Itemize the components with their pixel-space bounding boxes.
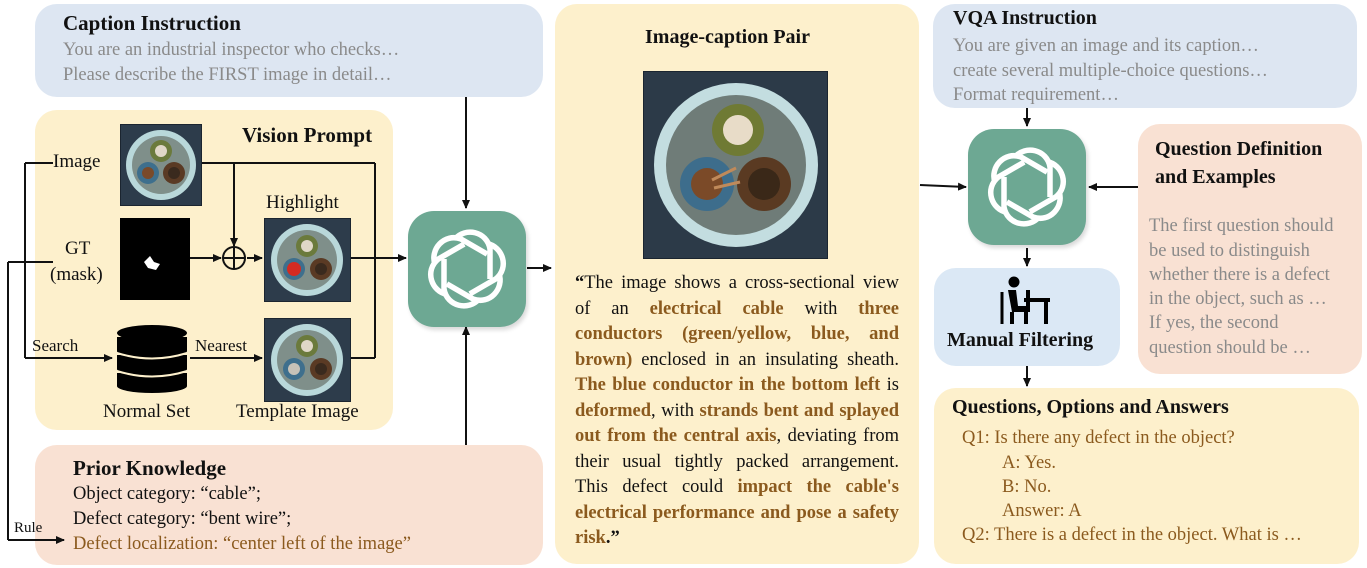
caption-text: “The image shows a cross-sectional view … <box>575 271 899 552</box>
caption-highlight: three conductors (green/yellow, blue, an… <box>575 298 899 370</box>
database-icon <box>115 324 189 394</box>
question-definition-title-2: and Examples <box>1155 166 1276 188</box>
gt-mask-image <box>120 218 190 300</box>
template-image <box>264 318 351 402</box>
input-cable-image <box>120 124 202 206</box>
large-cable-image <box>643 71 828 259</box>
caption-highlight: deformed <box>575 400 652 421</box>
highlight-image <box>264 218 351 302</box>
q1-text: Q1: Is there any defect in the object? <box>962 428 1235 448</box>
question-definition-title: Question Definition <box>1155 138 1323 160</box>
rule-label: Rule <box>14 520 43 536</box>
caption-segment: .” <box>605 528 620 548</box>
question-definition-line-1: The first question should <box>1149 216 1334 236</box>
manual-filtering-label: Manual Filtering <box>947 329 1094 351</box>
question-definition-line-6: question should be … <box>1149 338 1311 358</box>
gt-label: GT <box>65 238 91 259</box>
person-at-desk-icon <box>1000 276 1052 326</box>
openai-logo-icon <box>968 129 1086 245</box>
caption-instruction-line-1: You are an industrial inspector who chec… <box>63 40 400 60</box>
vqa-instruction-line-2: create several multiple-choice questions… <box>953 61 1268 81</box>
vqa-instruction-line-1: You are given an image and its caption… <box>953 36 1259 56</box>
q2-text: Q2: There is a defect in the object. Wha… <box>962 525 1302 545</box>
qoa-title: Questions, Options and Answers <box>952 396 1229 418</box>
gt-mask-label: (mask) <box>50 264 103 285</box>
vision-prompt-title: Vision Prompt <box>242 123 373 147</box>
question-definition-line-3: whether there is a defect <box>1149 265 1330 285</box>
caption-segment: , with <box>651 400 700 421</box>
qoa-box <box>934 388 1359 564</box>
caption-segment: , deviating from their usual tightly pac… <box>575 426 899 497</box>
defect-category-line: Defect category: “bent wire”; <box>73 509 292 529</box>
defect-localization-line: Defect localization: “center left of the… <box>73 534 411 554</box>
option-a: A: Yes. <box>1002 453 1056 473</box>
caption-segment: with <box>783 298 859 319</box>
caption-highlight: strands bent and splayed out from the ce… <box>575 400 899 447</box>
openai-logo-icon <box>408 211 526 327</box>
nearest-label: Nearest <box>195 336 247 355</box>
caption-highlight: electrical cable <box>649 298 784 319</box>
vqa-instruction-title: VQA Instruction <box>953 7 1097 29</box>
vqa-instruction-box <box>933 4 1357 108</box>
search-label: Search <box>32 336 79 355</box>
highlight-label: Highlight <box>266 192 339 213</box>
xor-plus-icon <box>222 246 246 270</box>
question-definition-line-5: If yes, the second <box>1149 313 1279 333</box>
prior-knowledge-title: Prior Knowledge <box>73 456 227 480</box>
question-definition-box <box>1138 124 1362 374</box>
caption-highlight: The blue conductor in the bottom left <box>575 375 881 395</box>
caption-instruction-title: Caption Instruction <box>63 11 241 35</box>
normal-set-label: Normal Set <box>103 401 191 422</box>
caption-instruction-line-2: Please describe the FIRST image in detai… <box>63 65 392 85</box>
caption-highlight: impact the cable's electrical performanc… <box>575 477 899 548</box>
caption-segment: is <box>880 375 899 395</box>
vqa-instruction-line-3: Format requirement… <box>953 85 1119 105</box>
answer-text: Answer: A <box>1002 501 1082 521</box>
caption-segment: The image shows a cross-sectional view o… <box>575 273 899 319</box>
question-definition-line-4: in the object, such as … <box>1149 289 1327 309</box>
template-image-label: Template Image <box>236 401 359 422</box>
question-definition-line-2: be used to distinguish <box>1149 241 1310 261</box>
caption-instruction-box <box>35 4 543 97</box>
object-category-line: Object category: “cable”; <box>73 484 261 504</box>
caption-highlight: “ <box>575 273 585 293</box>
caption-segment: enclosed in an insulating sheath. <box>632 349 899 370</box>
image-caption-pair-title: Image-caption Pair <box>645 26 810 48</box>
option-b: B: No. <box>1002 477 1052 497</box>
prior-knowledge-box <box>35 445 543 565</box>
image-label: Image <box>53 151 101 172</box>
